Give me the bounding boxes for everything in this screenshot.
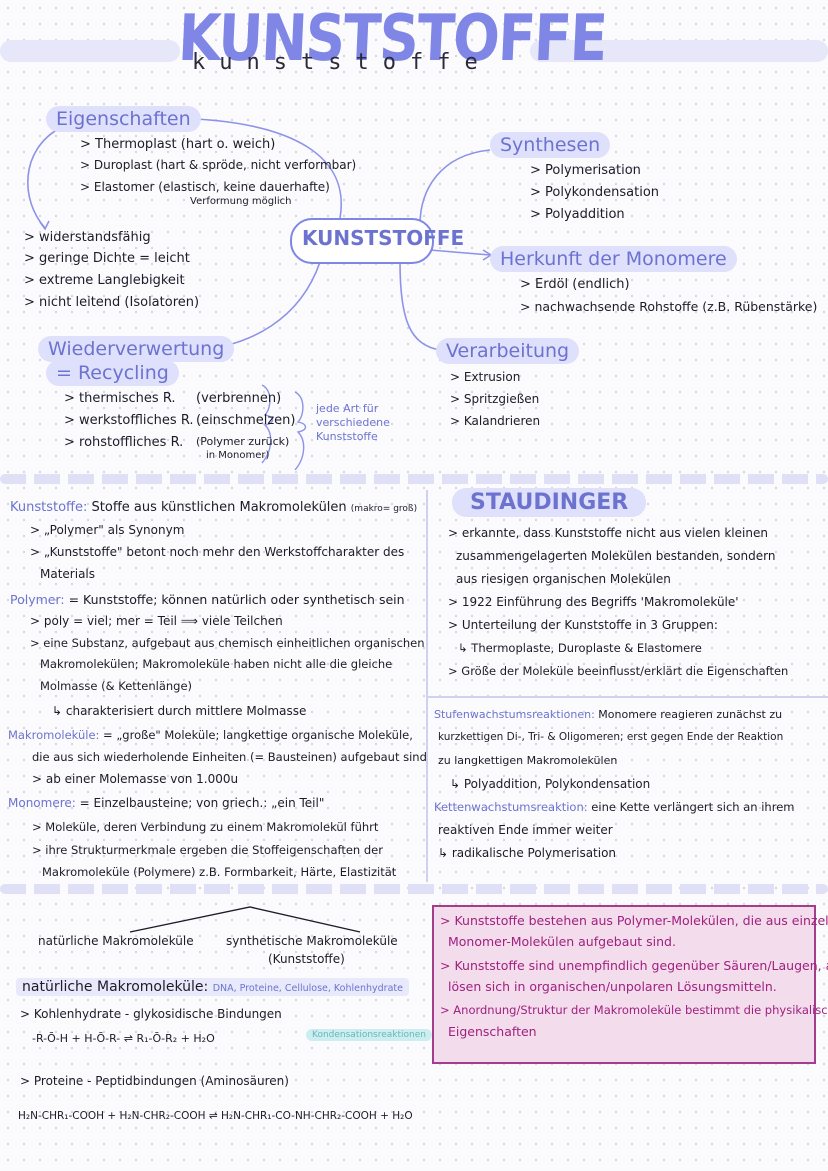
eigenschaften-item: > Thermoplast (hart o. weich) (80, 137, 276, 152)
section-divider (0, 474, 828, 484)
def-item: > poly = viel; mer = Teil ⟹ viele Teilch… (30, 614, 283, 628)
recycling-item: > werkstoffliches R. (64, 413, 194, 428)
def-polymer: Polymer: = Kunststoffe; können natürlich… (10, 592, 405, 607)
def-item: die aus sich wiederholende Einheiten (= … (32, 750, 427, 764)
summary-item: > Kunststoffe bestehen aus Polymer-Molek… (440, 913, 828, 928)
eigenschaften-item: > Duroplast (hart & spröde, nicht verfor… (80, 158, 357, 172)
verarbeitung-heading: Verarbeitung (436, 338, 580, 364)
kh-formula: -R-Ō-H + H-Ō-R- ⇌ R₁-Ō-R₂ + H₂O (32, 1032, 215, 1045)
recycling-item: > thermisches R. (64, 391, 176, 406)
row-divider (428, 696, 828, 698)
def-item: Materials (40, 567, 96, 581)
def-item: Molmasse (& Kettenlänge) (40, 679, 193, 693)
eigenschaften-note: Verformung möglich (190, 196, 292, 207)
staudinger-heading: STAUDINGER (452, 488, 647, 517)
verarbeitung-item: > Spritzgießen (450, 392, 540, 406)
stufen-item: kurzkettigen Di-, Tri- & Oligomeren; ers… (438, 731, 784, 743)
def-item: > „Kunststoffe" betont noch mehr den Wer… (30, 545, 405, 559)
recycling-detail: (Polymer zurück) (196, 435, 290, 448)
eigenschaften-trait: > geringe Dichte = leicht (24, 251, 190, 266)
summary-box (432, 905, 816, 1064)
def-item: Makromolekülen; Makromoleküle haben nich… (40, 657, 393, 671)
herkunft-heading: Herkunft der Monomere (490, 246, 737, 272)
herkunft-item: > nachwachsende Rohstoffe (z.B. Rübenstä… (520, 299, 818, 314)
natural-heading: natürliche Makromoleküle: DNA, Proteine,… (16, 978, 409, 996)
herkunft-item: > Erdöl (endlich) (520, 277, 630, 292)
wiederverwertung-subheading: = Recycling (46, 360, 179, 386)
staudinger-item: > erkannte, dass Kunststoffe nicht aus v… (448, 526, 768, 540)
stufen-item: ↳ Polyaddition, Polykondensation (450, 777, 651, 791)
column-divider (426, 490, 428, 882)
def-monomere: Monomere: = Einzelbausteine; von griech.… (8, 796, 325, 810)
summary-item: > Kunststoffe sind unempfindlich gegenüb… (440, 958, 828, 973)
ketten-item: ↳ radikalische Polymerisation (438, 846, 617, 860)
def-item: > „Polymer" als Synonym (30, 523, 185, 537)
def-item: Makromoleküle (Polymere) z.B. Formbarkei… (42, 865, 397, 879)
kh-line: > Kohlenhydrate - glykosidische Bindunge… (20, 1007, 282, 1021)
eigenschaften-heading: Eigenschaften (46, 106, 201, 132)
mindmap-connectors (27, 117, 493, 470)
staudinger-item: zusammengelagerten Molekülen bestanden, … (456, 549, 776, 563)
page-subtitle: kunststoffe (192, 50, 492, 75)
staudinger-item: ↳ Thermoplaste, Duroplaste & Elastomere (458, 641, 702, 655)
eigenschaften-trait: > nicht leitend (Isolatoren) (24, 295, 200, 310)
recycling-side-note: jede Art für (316, 402, 379, 415)
staudinger-item: > Größe der Moleküle beeinflusst/erklärt… (448, 664, 789, 678)
summary-item: lösen sich in organischen/unpolaren Lösu… (448, 979, 777, 994)
def-kunststoffe: Kunststoffe: Stoffe aus künstlichen Makr… (10, 500, 418, 515)
def-item: > ihre Strukturmerkmale ergeben die Stof… (32, 843, 383, 857)
tree-right: synthetische Makromoleküle (226, 934, 398, 948)
def-item: ↳ charakterisiert durch mittlere Molmass… (52, 704, 307, 718)
stufen-def: Stufenwachstumsreaktionen: Monomere reag… (434, 708, 783, 721)
synthesen-item: > Polymerisation (530, 163, 641, 178)
synthesen-item: > Polykondensation (530, 185, 660, 200)
def-makro: Makromoleküle: = „große" Moleküle; langk… (8, 728, 413, 742)
summary-item: Monomer-Molekülen aufgebaut sind. (448, 934, 676, 949)
synthesen-heading: Synthesen (490, 132, 611, 158)
eigenschaften-trait: > widerstandsfähig (24, 230, 151, 245)
summary-item: > Anordnung/Struktur der Makromoleküle b… (440, 1003, 828, 1017)
verarbeitung-item: > Extrusion (450, 370, 521, 384)
stufen-item: zu langkettigen Makromolekülen (438, 754, 618, 767)
ketten-def: Kettenwachstumsreaktion: eine Kette verl… (434, 800, 795, 814)
staudinger-item: aus riesigen organischen Molekülen (456, 572, 671, 586)
mindmap-center: KUNSTSTOFFE (302, 226, 465, 250)
ketten-item: reaktiven Ende immer weiter (438, 823, 613, 837)
staudinger-item: > Unterteilung der Kunststoffe in 3 Grup… (448, 618, 718, 632)
synthesen-item: > Polyaddition (530, 207, 625, 222)
summary-item: Eigenschaften (448, 1024, 537, 1039)
kondensation-tag: Kondensationsreaktionen (306, 1022, 432, 1041)
recycling-detail: in Monomer) (206, 450, 270, 461)
recycling-side-note: verschiedene (316, 416, 390, 429)
recycling-detail: (einschmelzen) (196, 413, 296, 428)
mindmap-center-cloud (290, 218, 434, 264)
recycling-item: > rohstoffliches R. (64, 435, 184, 450)
eigenschaften-trait: > extreme Langlebigkeit (24, 273, 185, 288)
verarbeitung-item: > Kalandrieren (450, 414, 541, 428)
protein-line: > Proteine - Peptidbindungen (Aminosäure… (20, 1074, 289, 1088)
protein-formula: H₂N-CHR₁-COOH + H₂N-CHR₂-COOH ⇌ H₂N-CHR₁… (18, 1110, 413, 1122)
def-item: > ab einer Molemasse von 1.000u (32, 772, 239, 786)
classification-tree (129, 906, 361, 933)
tree-right-sub: (Kunststoffe) (268, 952, 345, 966)
def-item: > eine Substanz, aufgebaut aus chemisch … (30, 636, 425, 650)
eigenschaften-item: > Elastomer (elastisch, keine dauerhafte… (80, 180, 330, 194)
def-item: > Moleküle, deren Verbindung zu einem Ma… (32, 820, 379, 834)
staudinger-item: > 1922 Einführung des Begriffs 'Makromol… (448, 595, 739, 609)
section-divider (0, 884, 828, 894)
recycling-detail: (verbrennen) (196, 391, 282, 406)
recycling-side-note: Kunststoffe (316, 430, 378, 443)
tree-left: natürliche Makromoleküle (38, 934, 194, 948)
wiederverwertung-heading: Wiederverwertung (38, 336, 235, 362)
